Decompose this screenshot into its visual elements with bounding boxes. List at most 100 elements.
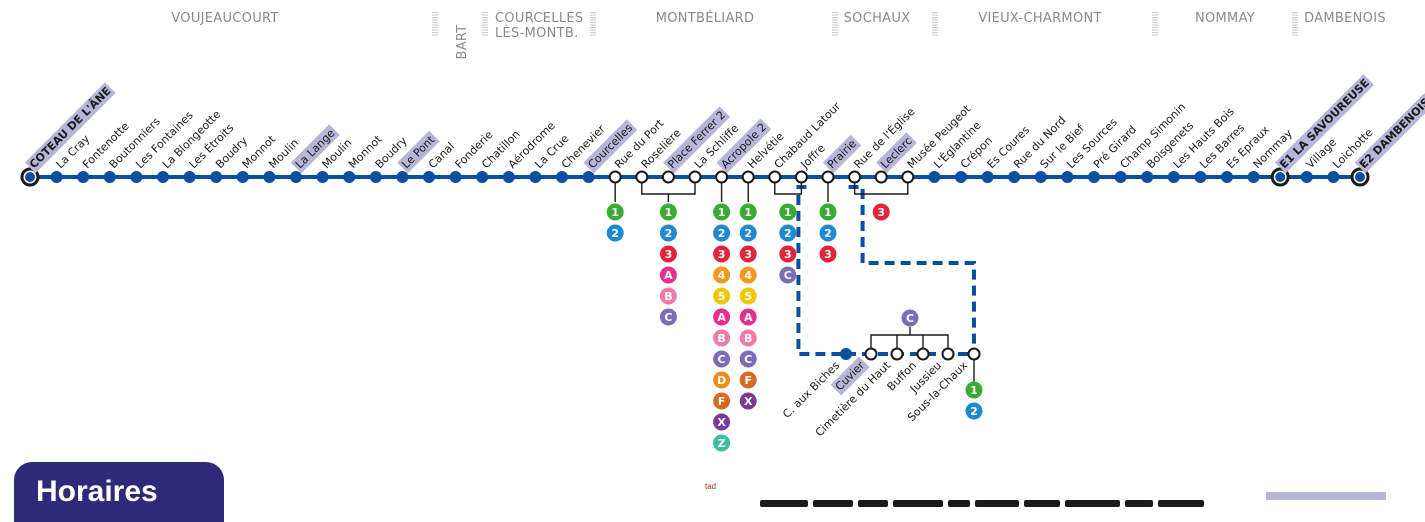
badge-circle[interactable] <box>713 434 731 452</box>
badge-circle[interactable] <box>659 203 677 221</box>
badge-circle[interactable] <box>739 371 757 389</box>
line-badge[interactable]: F <box>739 371 757 389</box>
badge-circle[interactable] <box>739 245 757 263</box>
badge-code[interactable]: C <box>664 311 672 324</box>
badge-circle[interactable] <box>739 392 757 410</box>
badge-code[interactable]: 1 <box>611 206 619 219</box>
badge-code[interactable]: 3 <box>665 248 673 261</box>
badge-code[interactable]: B <box>664 290 672 303</box>
line-badge[interactable]: D <box>713 371 731 389</box>
badge-circle[interactable] <box>713 392 731 410</box>
line-badge[interactable]: C <box>713 350 731 368</box>
badge-circle[interactable] <box>713 350 731 368</box>
badge-circle[interactable] <box>713 413 731 431</box>
line-badge[interactable]: 3 <box>819 245 837 263</box>
horaires-label[interactable]: Horaires <box>36 475 158 508</box>
badge-code[interactable]: 5 <box>718 290 726 303</box>
badge-code[interactable]: 2 <box>970 405 978 418</box>
badge-circle[interactable] <box>779 245 797 263</box>
badge-code[interactable]: 1 <box>744 206 752 219</box>
badge-code[interactable]: A <box>664 269 673 282</box>
badge-code[interactable]: C <box>744 353 752 366</box>
badge-code[interactable]: 1 <box>784 206 792 219</box>
badge-circle[interactable] <box>659 224 677 242</box>
badge-code[interactable]: 4 <box>718 269 726 282</box>
line-badge[interactable]: A <box>659 266 677 284</box>
badge-code[interactable]: 1 <box>970 384 978 397</box>
badge-circle[interactable] <box>739 203 757 221</box>
badge-code[interactable]: 2 <box>744 227 752 240</box>
badge-code[interactable]: A <box>717 311 726 324</box>
badge-code[interactable]: 3 <box>877 206 885 219</box>
badge-code[interactable]: 2 <box>784 227 792 240</box>
line-badge[interactable]: 2 <box>739 224 757 242</box>
badge-circle[interactable] <box>659 245 677 263</box>
line-badge[interactable]: 1 <box>606 203 624 221</box>
badge-circle[interactable] <box>659 287 677 305</box>
badge-code[interactable]: 2 <box>824 227 832 240</box>
line-badge[interactable]: 1 <box>739 203 757 221</box>
line-badge[interactable]: 2 <box>965 402 983 420</box>
badge-code[interactable]: D <box>717 374 726 387</box>
badge-code[interactable]: X <box>717 416 726 429</box>
badge-circle[interactable] <box>713 329 731 347</box>
badge-circle[interactable] <box>713 308 731 326</box>
badge-code[interactable]: 3 <box>784 248 792 261</box>
badge-circle[interactable] <box>606 203 624 221</box>
badge-code[interactable]: 1 <box>665 206 673 219</box>
badge-circle[interactable] <box>739 350 757 368</box>
badge-circle[interactable] <box>713 371 731 389</box>
badge-circle[interactable] <box>819 245 837 263</box>
badge-code[interactable]: 3 <box>744 248 752 261</box>
badge-circle[interactable] <box>739 224 757 242</box>
line-badge[interactable]: 1 <box>779 203 797 221</box>
line-badge[interactable]: 1 <box>819 203 837 221</box>
badge-code[interactable]: X <box>744 395 753 408</box>
badge-circle[interactable] <box>739 329 757 347</box>
line-badge[interactable]: 3 <box>739 245 757 263</box>
badge-circle[interactable] <box>819 224 837 242</box>
badge-code[interactable]: 2 <box>611 227 619 240</box>
badge-circle[interactable] <box>901 309 919 327</box>
badge-code[interactable]: F <box>744 374 752 387</box>
badge-code[interactable]: 2 <box>718 227 726 240</box>
badge-code[interactable]: C <box>906 312 914 325</box>
line-badge[interactable]: B <box>659 287 677 305</box>
line-badge[interactable]: 5 <box>713 287 731 305</box>
badge-code[interactable]: 3 <box>824 248 832 261</box>
line-badge[interactable]: 3 <box>659 245 677 263</box>
line-badge[interactable]: 2 <box>713 224 731 242</box>
badge-circle[interactable] <box>659 308 677 326</box>
line-badge[interactable]: Z <box>713 434 731 452</box>
badge-circle[interactable] <box>739 308 757 326</box>
line-badge[interactable]: C <box>739 350 757 368</box>
line-badge[interactable]: 2 <box>606 224 624 242</box>
badge-circle[interactable] <box>659 266 677 284</box>
badge-code[interactable]: C <box>784 269 792 282</box>
line-badge[interactable]: 4 <box>739 266 757 284</box>
badge-circle[interactable] <box>739 266 757 284</box>
badge-code[interactable]: 3 <box>718 248 726 261</box>
badge-circle[interactable] <box>739 287 757 305</box>
badge-code[interactable]: 2 <box>665 227 673 240</box>
badge-code[interactable]: B <box>717 332 725 345</box>
badge-code[interactable]: 1 <box>718 206 726 219</box>
line-badge[interactable]: 1 <box>659 203 677 221</box>
line-badge[interactable]: B <box>713 329 731 347</box>
badge-circle[interactable] <box>819 203 837 221</box>
badge-circle[interactable] <box>779 266 797 284</box>
badge-code[interactable]: Z <box>718 437 726 450</box>
line-badge[interactable]: A <box>739 308 757 326</box>
badge-code[interactable]: C <box>718 353 726 366</box>
badge-code[interactable]: 1 <box>824 206 832 219</box>
line-badge[interactable]: A <box>713 308 731 326</box>
line-badge[interactable]: 3 <box>872 203 890 221</box>
badge-circle[interactable] <box>606 224 624 242</box>
badge-circle[interactable] <box>713 224 731 242</box>
badge-code[interactable]: A <box>744 311 753 324</box>
badge-circle[interactable] <box>779 224 797 242</box>
line-badge[interactable]: F <box>713 392 731 410</box>
line-badge[interactable]: 1 <box>965 381 983 399</box>
line-badge[interactable]: 2 <box>819 224 837 242</box>
line-badge[interactable]: B <box>739 329 757 347</box>
